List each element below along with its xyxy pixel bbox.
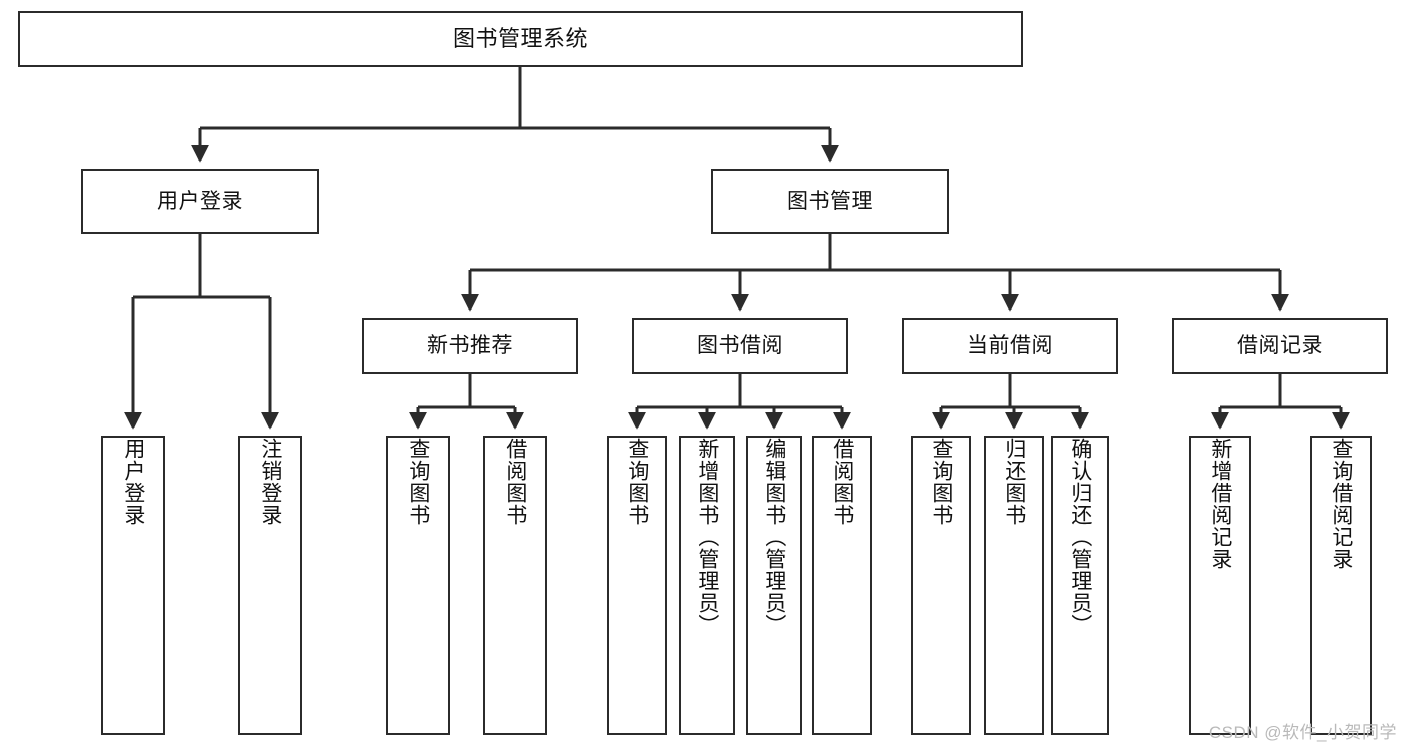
watermark-text: CSDN @软件_小贺同学: [1208, 723, 1397, 742]
node-leaf-add-book[interactable]: 新增图书（管理员）: [679, 436, 735, 735]
node-leaf-borrow-book-1-label: 借阅图书: [503, 438, 527, 526]
node-leaf-return-book[interactable]: 归还图书: [984, 436, 1044, 735]
node-current-borrow[interactable]: 当前借阅: [902, 318, 1118, 374]
node-leaf-edit-book-label: 编辑图书（管理员）: [762, 438, 786, 636]
node-leaf-query-book-2[interactable]: 查询图书: [607, 436, 667, 735]
node-leaf-query-book-3[interactable]: 查询图书: [911, 436, 971, 735]
edges-current-borrow-to-leaves: [932, 374, 1089, 430]
node-new-book-recommend[interactable]: 新书推荐: [362, 318, 578, 374]
node-book-borrow[interactable]: 图书借阅: [632, 318, 848, 374]
node-leaf-add-book-label: 新增图书（管理员）: [695, 438, 719, 636]
node-leaf-confirm-return-label: 确认归还（管理员）: [1068, 438, 1092, 636]
node-leaf-user-logout-label: 注销登录: [258, 438, 282, 526]
node-leaf-add-record-label: 新增借阅记录: [1208, 438, 1232, 570]
node-borrow-record-label: 借阅记录: [1237, 334, 1323, 358]
node-current-borrow-label: 当前借阅: [967, 334, 1053, 358]
edges-root-to-level2: [191, 67, 839, 163]
node-leaf-user-logout[interactable]: 注销登录: [238, 436, 302, 735]
node-leaf-borrow-book-2[interactable]: 借阅图书: [812, 436, 872, 735]
node-leaf-query-record-label: 查询借阅记录: [1329, 438, 1353, 570]
node-leaf-query-book-1-label: 查询图书: [406, 438, 430, 526]
node-book-manage[interactable]: 图书管理: [711, 169, 949, 234]
edges-user-login-to-leaves: [124, 234, 279, 430]
node-leaf-query-book-3-label: 查询图书: [929, 438, 953, 526]
node-leaf-borrow-book-2-label: 借阅图书: [830, 438, 854, 526]
node-leaf-query-book-1[interactable]: 查询图书: [386, 436, 450, 735]
node-leaf-user-login[interactable]: 用户登录: [101, 436, 165, 735]
edges-borrow-record-to-leaves: [1211, 374, 1350, 430]
node-leaf-confirm-return[interactable]: 确认归还（管理员）: [1051, 436, 1109, 735]
node-borrow-record[interactable]: 借阅记录: [1172, 318, 1388, 374]
node-book-borrow-label: 图书借阅: [697, 334, 783, 358]
edges-book-manage-to-level3: [461, 234, 1289, 312]
node-user-login[interactable]: 用户登录: [81, 169, 319, 234]
node-user-login-label: 用户登录: [157, 189, 243, 213]
edges-book-borrow-to-leaves: [628, 374, 851, 430]
node-root-label: 图书管理系统: [452, 25, 588, 51]
edges-new-book-recommend-to-leaves: [409, 374, 524, 430]
node-leaf-edit-book[interactable]: 编辑图书（管理员）: [746, 436, 802, 735]
node-leaf-query-book-2-label: 查询图书: [625, 438, 649, 526]
node-new-book-recommend-label: 新书推荐: [427, 334, 513, 358]
node-leaf-query-record[interactable]: 查询借阅记录: [1310, 436, 1372, 735]
node-leaf-return-book-label: 归还图书: [1002, 438, 1026, 526]
node-leaf-add-record[interactable]: 新增借阅记录: [1189, 436, 1251, 735]
node-book-manage-label: 图书管理: [787, 189, 873, 213]
node-leaf-user-login-label: 用户登录: [121, 438, 145, 526]
node-root[interactable]: 图书管理系统: [18, 11, 1023, 67]
node-leaf-borrow-book-1[interactable]: 借阅图书: [483, 436, 547, 735]
